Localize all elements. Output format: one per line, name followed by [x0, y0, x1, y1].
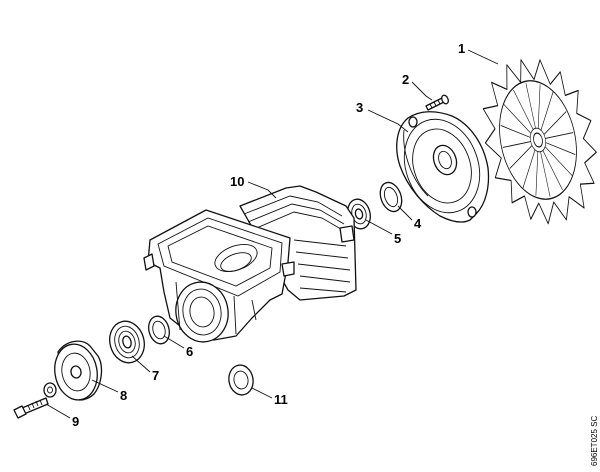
bolt-and-washer — [13, 382, 57, 419]
callout-6: 6 — [186, 344, 193, 359]
callout-5: 5 — [394, 231, 401, 246]
drawing-code: 696ET025 SC — [590, 416, 599, 466]
eccentric-disc — [54, 340, 103, 401]
callout-2: 2 — [402, 72, 409, 87]
callout-10: 10 — [230, 174, 244, 189]
callout-3: 3 — [356, 100, 363, 115]
ball-bearing-large — [109, 320, 145, 364]
callout-1: 1 — [458, 41, 465, 56]
flange-housing — [396, 111, 490, 223]
callout-8: 8 — [120, 388, 127, 403]
shaft-seal-6 — [148, 315, 170, 345]
crankcase-block — [143, 185, 357, 343]
callout-4: 4 — [414, 216, 422, 231]
leader-lines — [45, 49, 499, 419]
fan-wheel — [482, 59, 597, 225]
callout-11: 11 — [274, 392, 288, 407]
screw — [425, 94, 449, 111]
callout-labels: 1 2 3 4 5 10 6 7 8 9 11 — [72, 41, 465, 429]
retaining-ring — [379, 181, 403, 213]
callout-7: 7 — [152, 368, 159, 383]
callout-9: 9 — [72, 414, 79, 429]
shaft-seal-11 — [228, 364, 254, 396]
